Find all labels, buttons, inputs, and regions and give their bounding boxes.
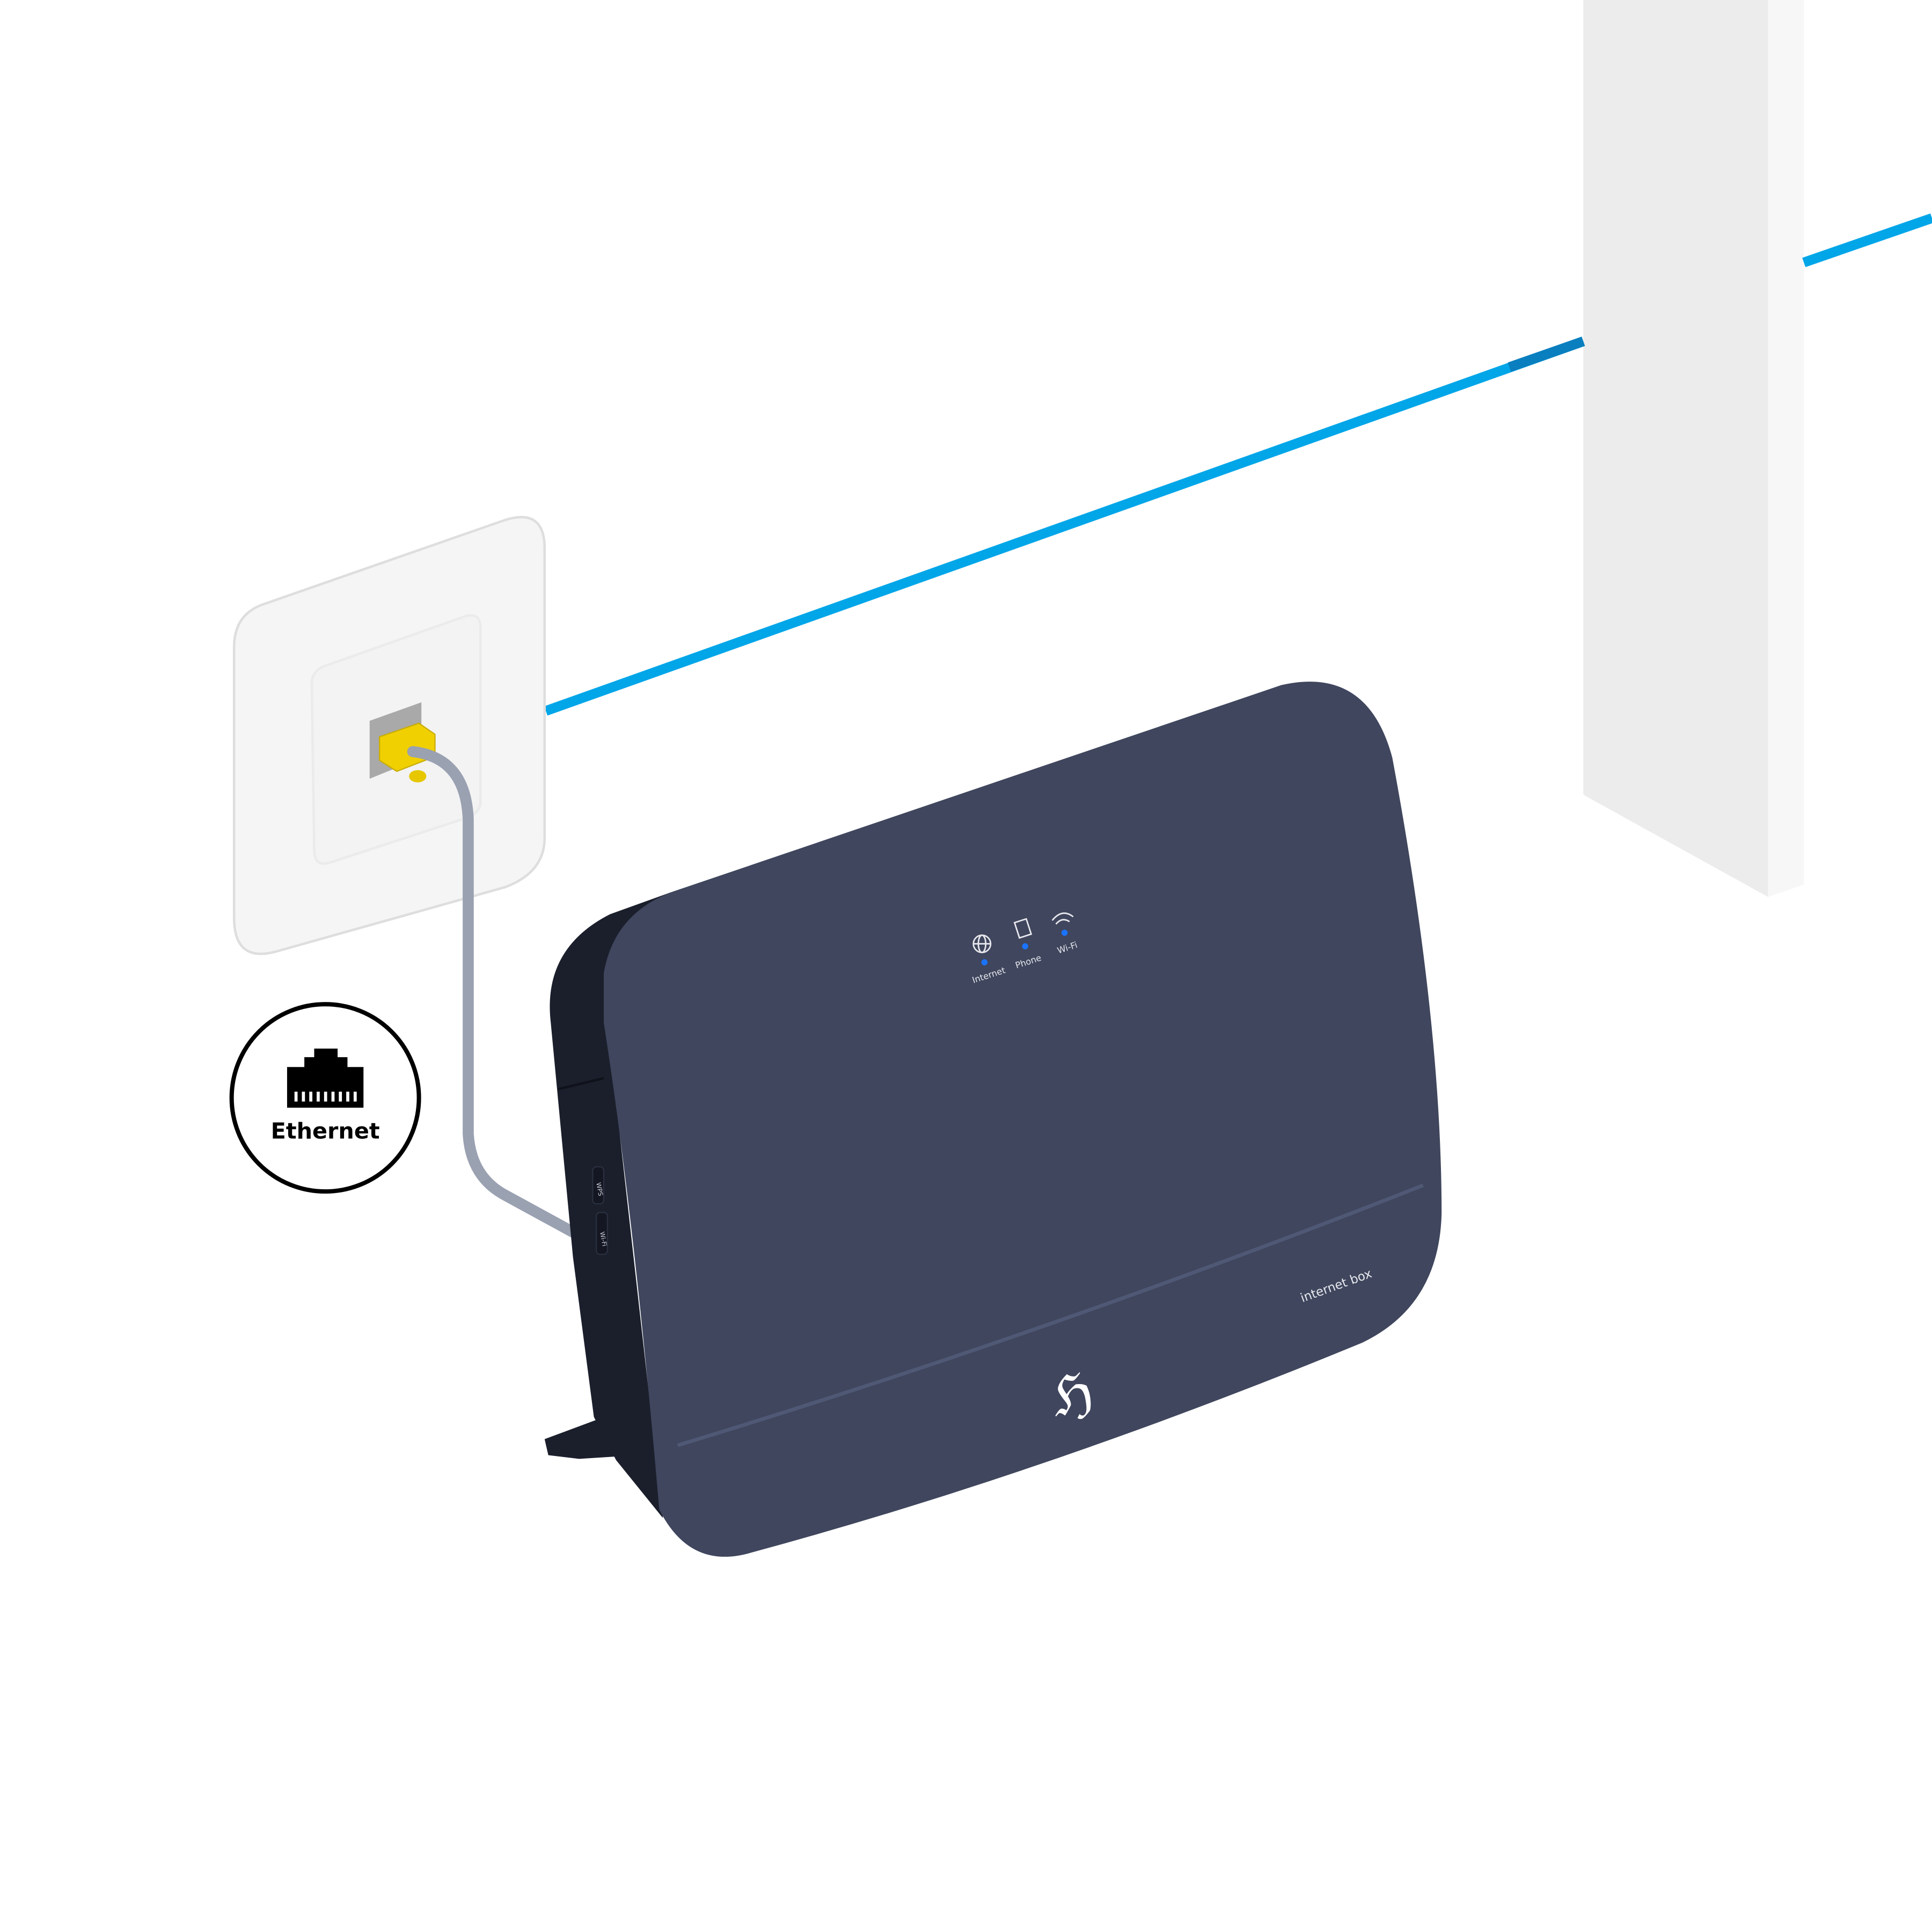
router-side: [550, 892, 672, 1518]
led-indicator: [1061, 930, 1068, 936]
router-groove: [677, 1183, 1424, 1447]
wifi-side-label: Wi-Fi: [598, 1231, 609, 1247]
fiber-line: [544, 213, 1932, 716]
phone-icon: [1013, 918, 1033, 939]
ethernet-label: Ethernet: [271, 1118, 380, 1144]
router: Internet Phone Wi-Fi WPS Wi-Fi ℌ interne…: [544, 682, 1442, 1557]
led-indicator: [981, 959, 988, 965]
router-front: [604, 682, 1442, 1557]
globe-icon: [972, 934, 992, 954]
wall-pillar: [1583, 0, 1804, 897]
wifi-icon: [1051, 912, 1074, 925]
router-stand: [544, 1419, 619, 1459]
wifi-button[interactable]: Wi-Fi: [596, 1212, 609, 1255]
led-indicator: [1022, 943, 1028, 950]
wall-socket: [232, 516, 546, 955]
ethernet-badge: Ethernet: [229, 1002, 421, 1194]
wps-label: WPS: [595, 1182, 604, 1197]
ethernet-cable: [407, 746, 579, 1238]
ethernet-port-icon: [287, 1048, 364, 1108]
wps-button[interactable]: WPS: [592, 1166, 604, 1205]
